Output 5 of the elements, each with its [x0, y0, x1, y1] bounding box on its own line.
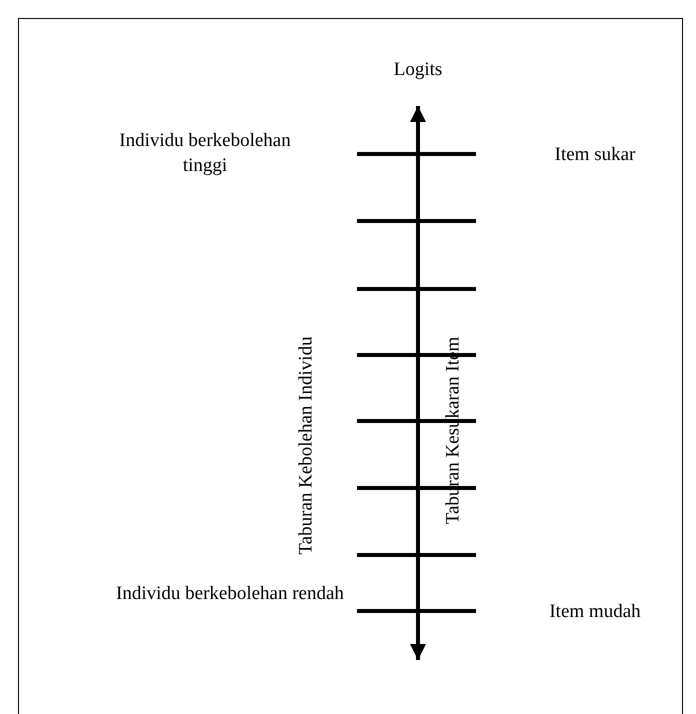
scale-label: Individu berkebolehan rendah [116, 582, 345, 606]
axis-title: Logits [392, 58, 444, 82]
scale-label: Individu berkebolehan tinggi [118, 129, 292, 178]
scale-label: Item sukar [554, 143, 636, 167]
scale-label: Item mudah [548, 600, 642, 624]
